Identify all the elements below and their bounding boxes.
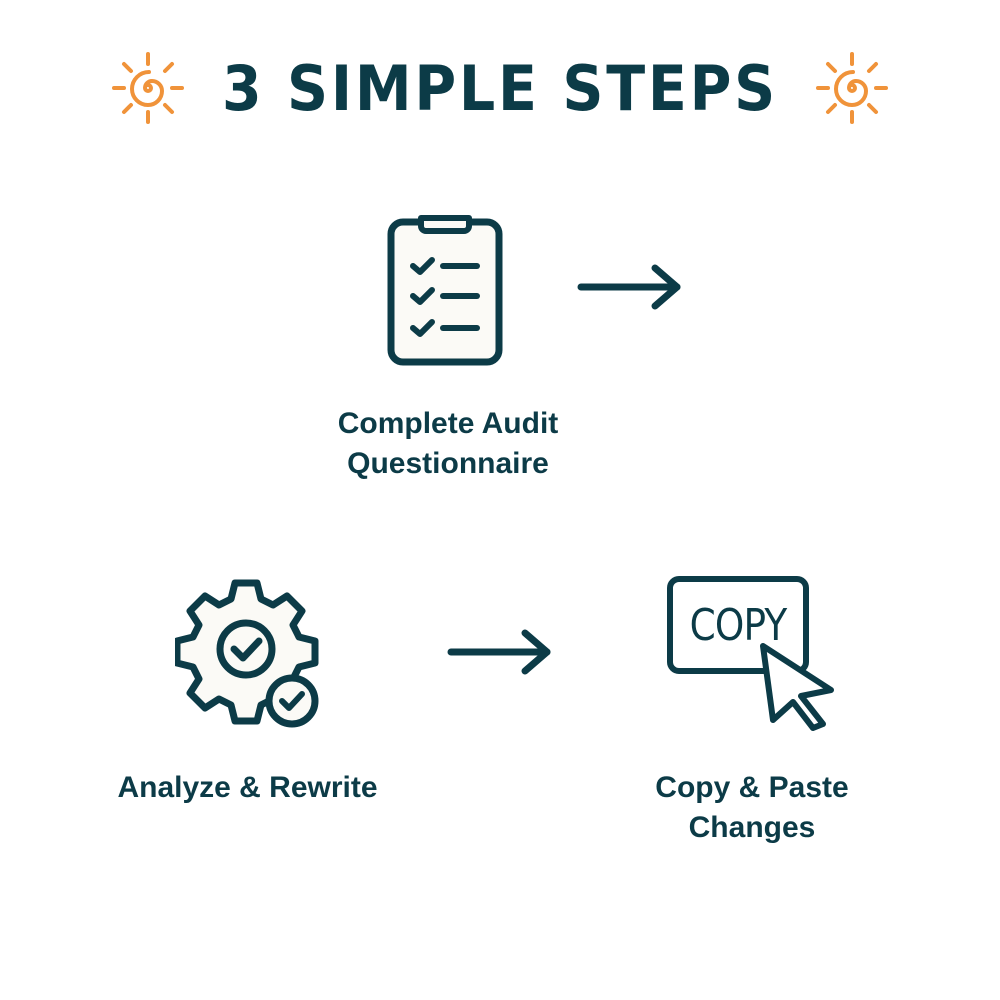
copy-icon-text: COPY <box>689 600 788 651</box>
clipboard-checklist-icon <box>387 215 503 366</box>
step-2-label-line1: Analyze & Rewrite <box>117 771 378 804</box>
step-1-label-line1: Complete Audit <box>337 407 559 440</box>
sun-icon-right <box>816 52 888 124</box>
step-1-label-line2: Questionnaire <box>347 447 549 480</box>
arrow-right-icon <box>577 264 681 310</box>
sun-icon-left <box>112 52 184 124</box>
step-1-label: Complete Audit Questionnaire <box>298 404 598 484</box>
copy-cursor-icon: COPY <box>665 574 840 734</box>
arrow-right-icon-2 <box>447 629 551 675</box>
step-3-label: Copy & Paste Changes <box>602 768 902 848</box>
page-title: 3 SIMPLE STEPS <box>221 52 779 125</box>
step-3-label-line1: Copy & Paste <box>655 771 849 804</box>
gear-check-icon <box>175 579 319 728</box>
step-2-label: Analyze & Rewrite <box>90 768 405 808</box>
step-3-label-line2: Changes <box>688 811 816 844</box>
